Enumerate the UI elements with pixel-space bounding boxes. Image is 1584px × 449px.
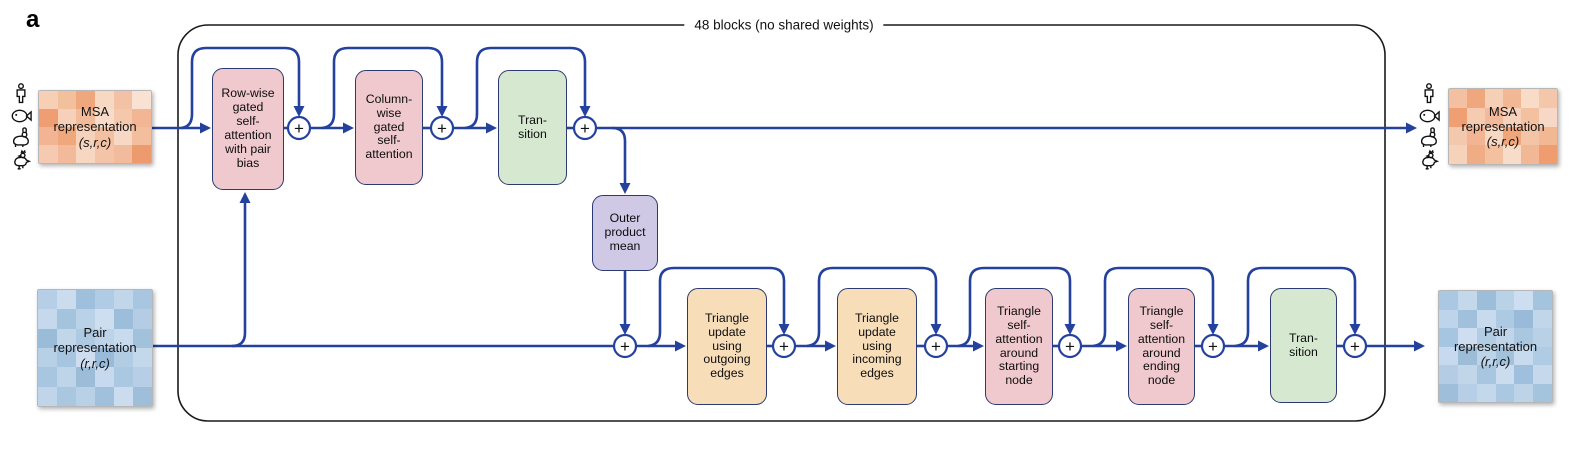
msa-representation-input: MSA representation(s,r,c)	[38, 90, 152, 164]
chicken-icon	[1422, 149, 1440, 170]
rabbit-icon	[12, 127, 29, 147]
arrowhead-skip-starting	[1064, 324, 1076, 335]
block-transition-msa: Tran- sition	[498, 70, 567, 185]
skip-arc-ending	[1092, 266, 1215, 348]
svg-text:+: +	[1350, 337, 1360, 356]
arrowhead-skip1-msa	[293, 106, 305, 117]
skip-arc-starting	[957, 266, 1072, 348]
msa-input-species-icons	[7, 83, 35, 171]
arrowhead-into-starting	[973, 340, 984, 352]
pair-output-heatmap	[1439, 291, 1552, 402]
block-triangle-self-attention-ending: Triangle self- attention around ending n…	[1128, 288, 1195, 405]
add-node-msa-3: +	[572, 115, 598, 141]
add-node-msa-1: +	[286, 115, 312, 141]
chicken-icon	[14, 149, 32, 170]
msa-input-title: MSA representation	[53, 104, 137, 135]
skip-arc-incoming	[806, 266, 938, 348]
arrowhead-into-columnwise	[343, 122, 354, 134]
svg-text:+: +	[437, 119, 447, 138]
arrowhead-into-pair-add0	[619, 324, 631, 335]
add-node-pair-2: +	[923, 333, 949, 359]
arrowhead-skip-ending	[1207, 324, 1219, 335]
blocks-count-label: 48 blocks (no shared weights)	[684, 17, 884, 33]
arrowhead-into-transition-pair	[1258, 340, 1269, 352]
figure-panel-label: a	[26, 6, 40, 33]
svg-text:+: +	[1065, 337, 1075, 356]
fish-icon	[11, 109, 32, 123]
skip-arc-outgoing	[647, 266, 786, 348]
svg-text:+: +	[294, 119, 304, 138]
svg-text:+: +	[620, 337, 630, 356]
add-node-pair-5: +	[1342, 333, 1368, 359]
arrowhead-pair-bias	[239, 192, 251, 203]
block-triangle-update-incoming: Triangle update using incoming edges	[837, 288, 917, 405]
pair-input-dims: (r,r,c)	[80, 355, 110, 371]
svg-text:+: +	[580, 119, 590, 138]
block-column-wise-gated-self-attention: Column- wise gated self- attention	[355, 70, 423, 185]
block-row-wise-gated-self-attention: Row-wise gated self- attention with pair…	[212, 68, 284, 190]
skip-arc-rowwise	[180, 46, 301, 130]
block-triangle-self-attention-starting: Triangle self- attention around starting…	[985, 288, 1053, 405]
fish-icon	[1419, 109, 1440, 123]
msa-output-species-icons	[1415, 83, 1443, 171]
arrowhead-into-incoming	[825, 340, 836, 352]
arrowhead-into-transition-msa	[486, 122, 497, 134]
arrowhead-skip-incoming	[930, 324, 942, 335]
pair-output-dims: (r,r,c)	[1480, 354, 1511, 370]
arrowhead-skip3-msa	[579, 106, 591, 117]
msa-input-heatmap	[39, 91, 151, 163]
add-node-msa-2: +	[429, 115, 455, 141]
rabbit-icon	[1420, 127, 1437, 147]
arrowhead-into-msa-out	[1406, 122, 1417, 134]
arrowhead-into-ending	[1116, 340, 1127, 352]
msa-output-heatmap	[1449, 89, 1557, 164]
human-icon	[16, 83, 26, 104]
pair-input-heatmap	[38, 290, 152, 406]
add-node-pair-4: +	[1200, 333, 1226, 359]
arrowhead-skip2-msa	[436, 106, 448, 117]
arrowhead-skip-outgoing	[778, 324, 790, 335]
arrowhead-into-rowwise	[200, 122, 211, 134]
arrowhead-skip-transition-pair	[1349, 324, 1361, 335]
pair-bias-branch	[231, 200, 247, 348]
block-outer-product-mean: Outer product mean	[592, 195, 658, 271]
block-triangle-update-outgoing: Triangle update using outgoing edges	[687, 288, 767, 405]
skip-arc-transition-msa	[464, 46, 587, 130]
pair-output-title: Pair representation	[1453, 323, 1538, 354]
msa-representation-output: MSA representation(s,r,c)	[1448, 88, 1558, 165]
add-node-pair-0: +	[612, 333, 638, 359]
flow-lines	[152, 46, 1416, 348]
msa-output-title: MSA representation	[1461, 103, 1545, 134]
arrowhead-into-pair-out	[1414, 340, 1425, 352]
svg-text:+: +	[1208, 337, 1218, 356]
svg-text:+: +	[931, 337, 941, 356]
arrowhead-into-outgoing	[675, 340, 686, 352]
arrowhead-into-outer-product	[619, 183, 631, 194]
msa-to-outer-product-branch	[611, 126, 627, 187]
pair-representation-input: Pair representation(r,r,c)	[37, 289, 153, 407]
svg-text:+: +	[779, 337, 789, 356]
msa-output-dims: (s,r,c)	[1486, 134, 1520, 150]
add-nodes: + + + + + + + + +	[286, 115, 1368, 359]
pair-input-title: Pair representation	[53, 325, 137, 356]
arrowheads	[200, 106, 1425, 352]
msa-input-dims: (s,r,c)	[78, 134, 112, 150]
skip-arc-columnwise	[321, 46, 444, 130]
block-transition-pair: Tran- sition	[1270, 288, 1337, 403]
add-node-pair-1: +	[771, 333, 797, 359]
skip-arc-transition-pair	[1234, 266, 1357, 348]
human-icon	[1424, 83, 1434, 104]
pair-representation-output: Pair representation(r,r,c)	[1438, 290, 1553, 403]
add-node-pair-3: +	[1057, 333, 1083, 359]
